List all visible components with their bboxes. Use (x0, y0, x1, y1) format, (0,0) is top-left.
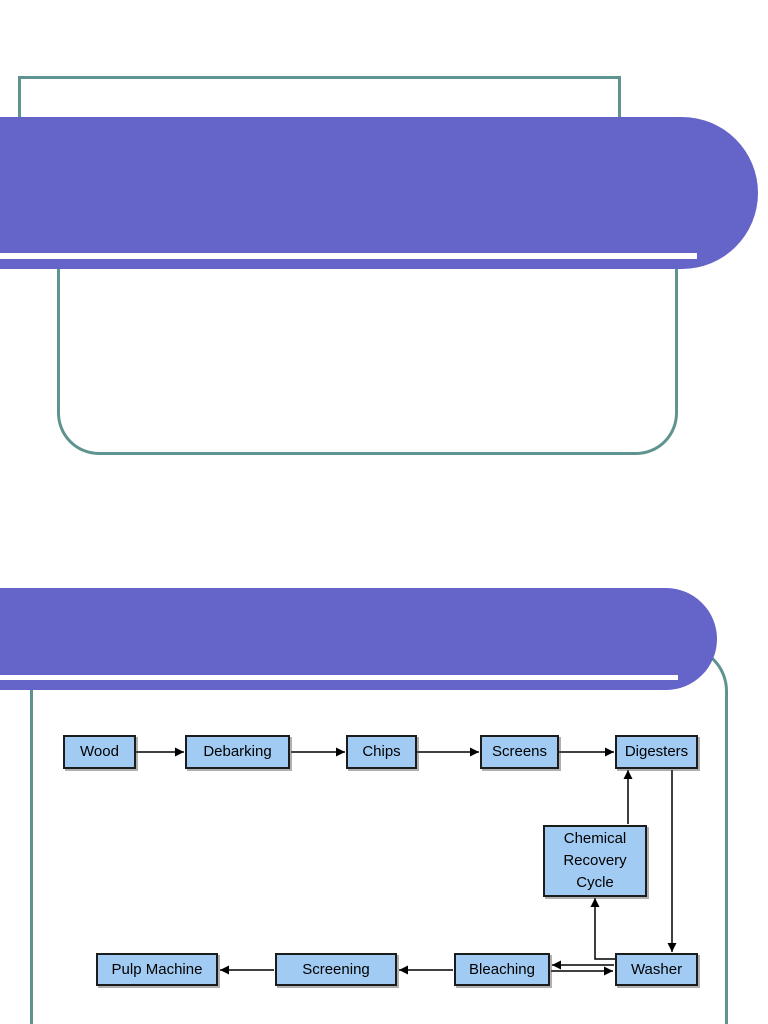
node-screening: Screening (275, 953, 397, 986)
node-debarking-label: Debarking (203, 743, 272, 760)
node-chemical-recovery-cycle-label: Chemical Recovery Cycle (563, 830, 627, 891)
node-debarking: Debarking (185, 735, 290, 769)
edge-washer-chemical (590, 898, 615, 960)
node-screens: Screens (480, 735, 559, 769)
slide1-title-banner (0, 117, 758, 269)
node-digesters: Digesters (615, 735, 698, 769)
slide1-banner-underline (0, 253, 697, 259)
node-chemical-recovery-cycle: Chemical Recovery Cycle (543, 825, 647, 897)
node-wood: Wood (63, 735, 136, 769)
node-washer-label: Washer (630, 960, 683, 978)
slide2-title-banner (0, 588, 717, 690)
node-pulp-machine: Pulp Machine (96, 953, 218, 986)
slide2-banner-underline (0, 675, 678, 680)
node-bleaching: Bleaching (454, 953, 550, 986)
node-chips: Chips (346, 735, 417, 769)
node-screens-label: Screens (491, 743, 548, 760)
node-pulp-machine-label: Pulp Machine (111, 960, 203, 978)
node-digesters-label: Digesters (624, 743, 689, 760)
node-chips-label: Chips (362, 743, 401, 760)
node-bleaching-label: Bleaching (469, 960, 535, 978)
node-wood-label: Wood (80, 743, 119, 760)
node-screening-label: Screening (302, 960, 370, 978)
node-washer: Washer (615, 953, 698, 986)
